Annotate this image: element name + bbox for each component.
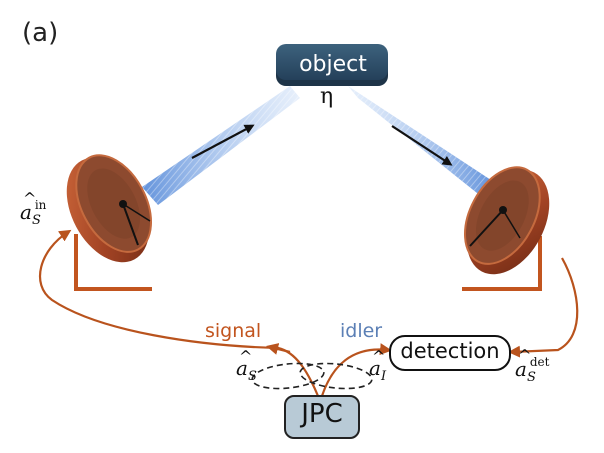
left-dish-feed-point: [119, 200, 127, 208]
detection-label: detection: [400, 339, 500, 363]
operator-sub: S: [31, 213, 41, 228]
right-antenna-dish: [464, 166, 550, 275]
left-antenna-dish: [66, 154, 152, 263]
object-label: object: [299, 52, 367, 77]
beam-right: [348, 86, 494, 197]
operator-base: a: [20, 200, 32, 224]
signal-line: [38, 229, 320, 397]
operator-hat: ^: [518, 346, 532, 365]
right-stand: [462, 236, 542, 291]
panel-label: (a): [22, 18, 59, 48]
operator-sub: S: [247, 369, 257, 384]
operator-signal-in: ^ aSin: [20, 189, 47, 228]
beam-arrow-right: [391, 125, 453, 166]
signal-arrow-into-split: [266, 343, 291, 355]
beam-left: [142, 86, 300, 205]
operator-sup: in: [34, 198, 47, 212]
left-dish-feed: [122, 203, 139, 246]
operator-base: a: [236, 356, 248, 380]
operator-idler: ^ aI: [369, 347, 387, 384]
signal-label: signal: [205, 320, 262, 342]
idler-label: idler: [340, 320, 383, 342]
operator-base: a: [369, 356, 381, 380]
beam-arrow-left: [191, 124, 255, 159]
detected-signal-line: [508, 257, 579, 358]
transmissivity-symbol: η: [320, 84, 334, 109]
operator-signal: ^ aS: [236, 347, 257, 384]
operator-signal-det: ^ aSdet: [515, 346, 550, 385]
right-dish-feed-point: [499, 206, 507, 214]
operator-sub: I: [380, 369, 387, 384]
left-dish-feed-arm: [122, 203, 151, 222]
operator-hat: ^: [372, 347, 386, 366]
right-dish-feed: [469, 209, 504, 247]
left-stand: [74, 234, 152, 291]
idler-line: [320, 343, 392, 397]
jpc-label: JPC: [301, 399, 343, 429]
jpc-box: [284, 395, 360, 439]
operator-hat: ^: [23, 189, 37, 208]
operator-sup: det: [529, 355, 550, 369]
object-block: [276, 44, 388, 86]
entanglement-ellipse-left: [251, 362, 325, 390]
operator-hat: ^: [239, 347, 253, 366]
operator-base: a: [515, 357, 527, 381]
entanglement-ellipse-right: [299, 362, 373, 390]
detection-box: [389, 335, 511, 371]
right-dish-feed-arm: [502, 209, 521, 239]
operator-sub: S: [526, 370, 536, 385]
